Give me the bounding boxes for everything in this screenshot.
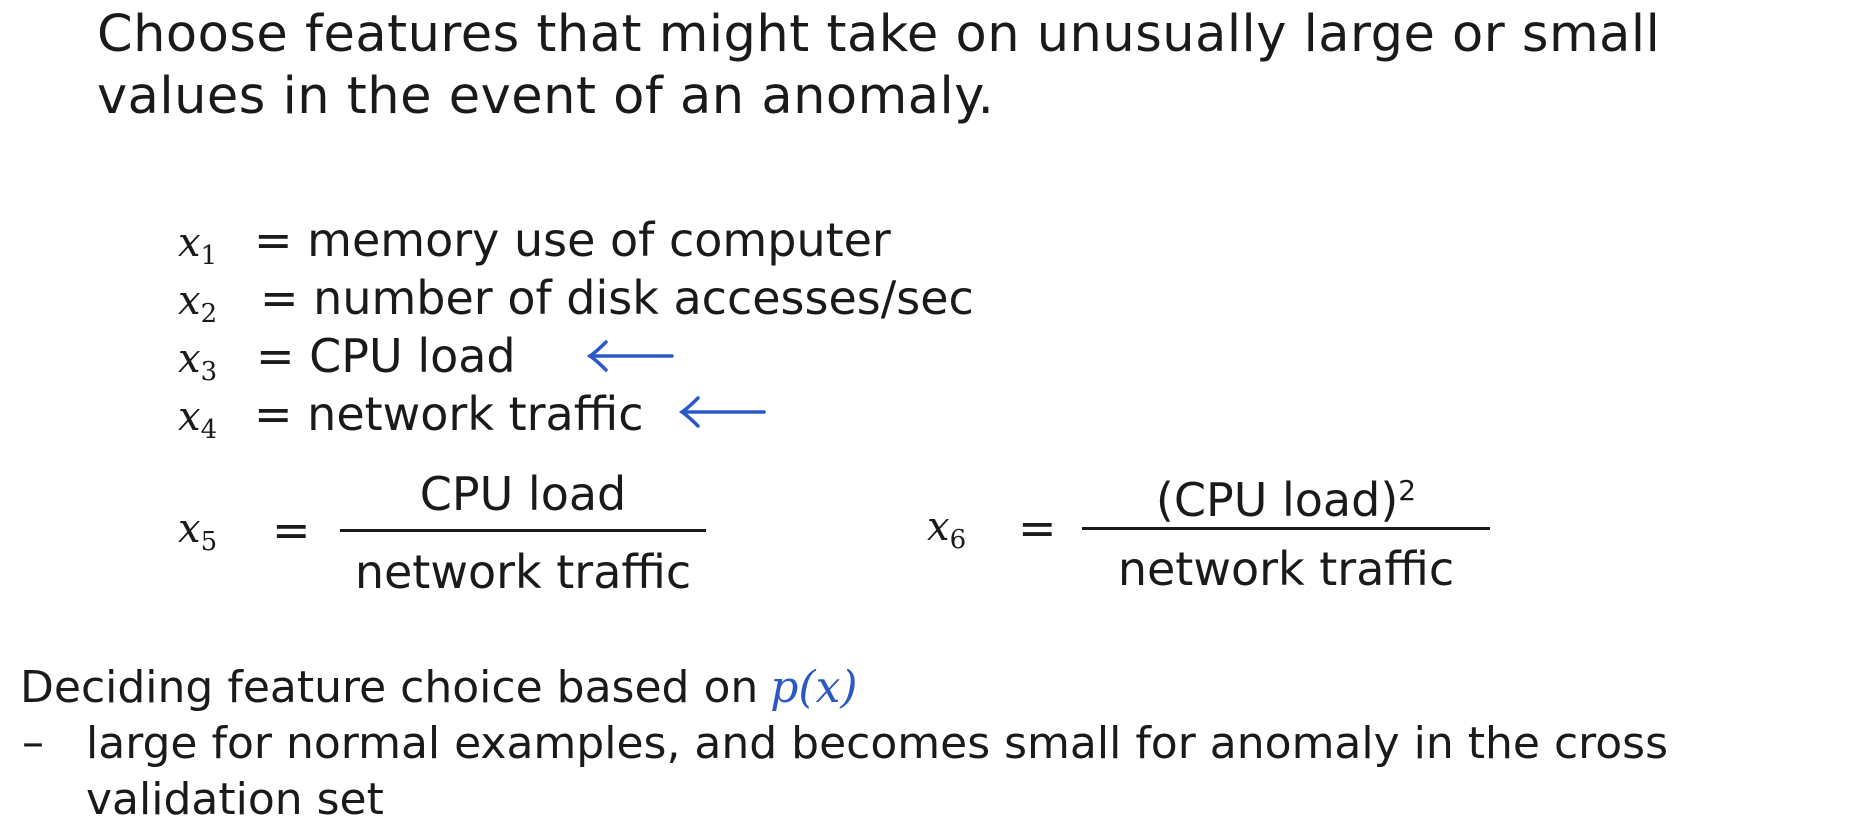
bullet-dash: – (22, 717, 44, 768)
feature-4-variable: x4 (178, 394, 218, 445)
feature-6-variable: x6 (927, 504, 967, 555)
feature-1-equals: = (254, 213, 293, 267)
feature-2-equals: = (260, 271, 299, 325)
feature-6-equals: = (1018, 501, 1057, 555)
slide-heading: Choose features that might take on unusu… (97, 5, 1661, 126)
feature-4-definition: = network traffic (254, 386, 644, 442)
left-arrow-icon (678, 396, 766, 428)
feature-5-variable: x5 (178, 506, 218, 557)
feature-5-numerator: CPU load (419, 467, 627, 521)
feature-6-exponent: 2 (1398, 474, 1417, 507)
feature-3-variable: x3 (178, 336, 218, 387)
deciding-text: Deciding feature choice based on (20, 662, 759, 713)
feature-2-label: number of disk accesses/sec (313, 271, 974, 325)
feature-3-definition: = CPU load (256, 328, 516, 384)
feature-2-variable: x2 (178, 278, 218, 329)
feature-5-equals: = (272, 503, 311, 557)
left-arrow-icon (586, 340, 674, 372)
feature-3-label: CPU load (309, 329, 516, 383)
feature-6-numerator: (CPU load)2 (1155, 473, 1417, 527)
feature-6-fraction-bar (1082, 527, 1490, 530)
feature-2-definition: = number of disk accesses/sec (260, 270, 974, 326)
feature-1-definition: = memory use of computer (254, 212, 891, 268)
bullet-text: large for normal examples, and becomes s… (86, 718, 1669, 822)
feature-1-variable: x1 (178, 220, 218, 271)
feature-3-equals: = (256, 329, 295, 383)
feature-1-label: memory use of computer (307, 213, 891, 267)
feature-4-label: network traffic (307, 387, 644, 441)
feature-4-equals: = (254, 387, 293, 441)
probability-formula: p(x) (770, 662, 858, 713)
feature-5-fraction-bar (340, 529, 706, 532)
feature-5-denominator: network traffic (354, 545, 692, 599)
feature-6-denominator: network traffic (1117, 542, 1455, 596)
